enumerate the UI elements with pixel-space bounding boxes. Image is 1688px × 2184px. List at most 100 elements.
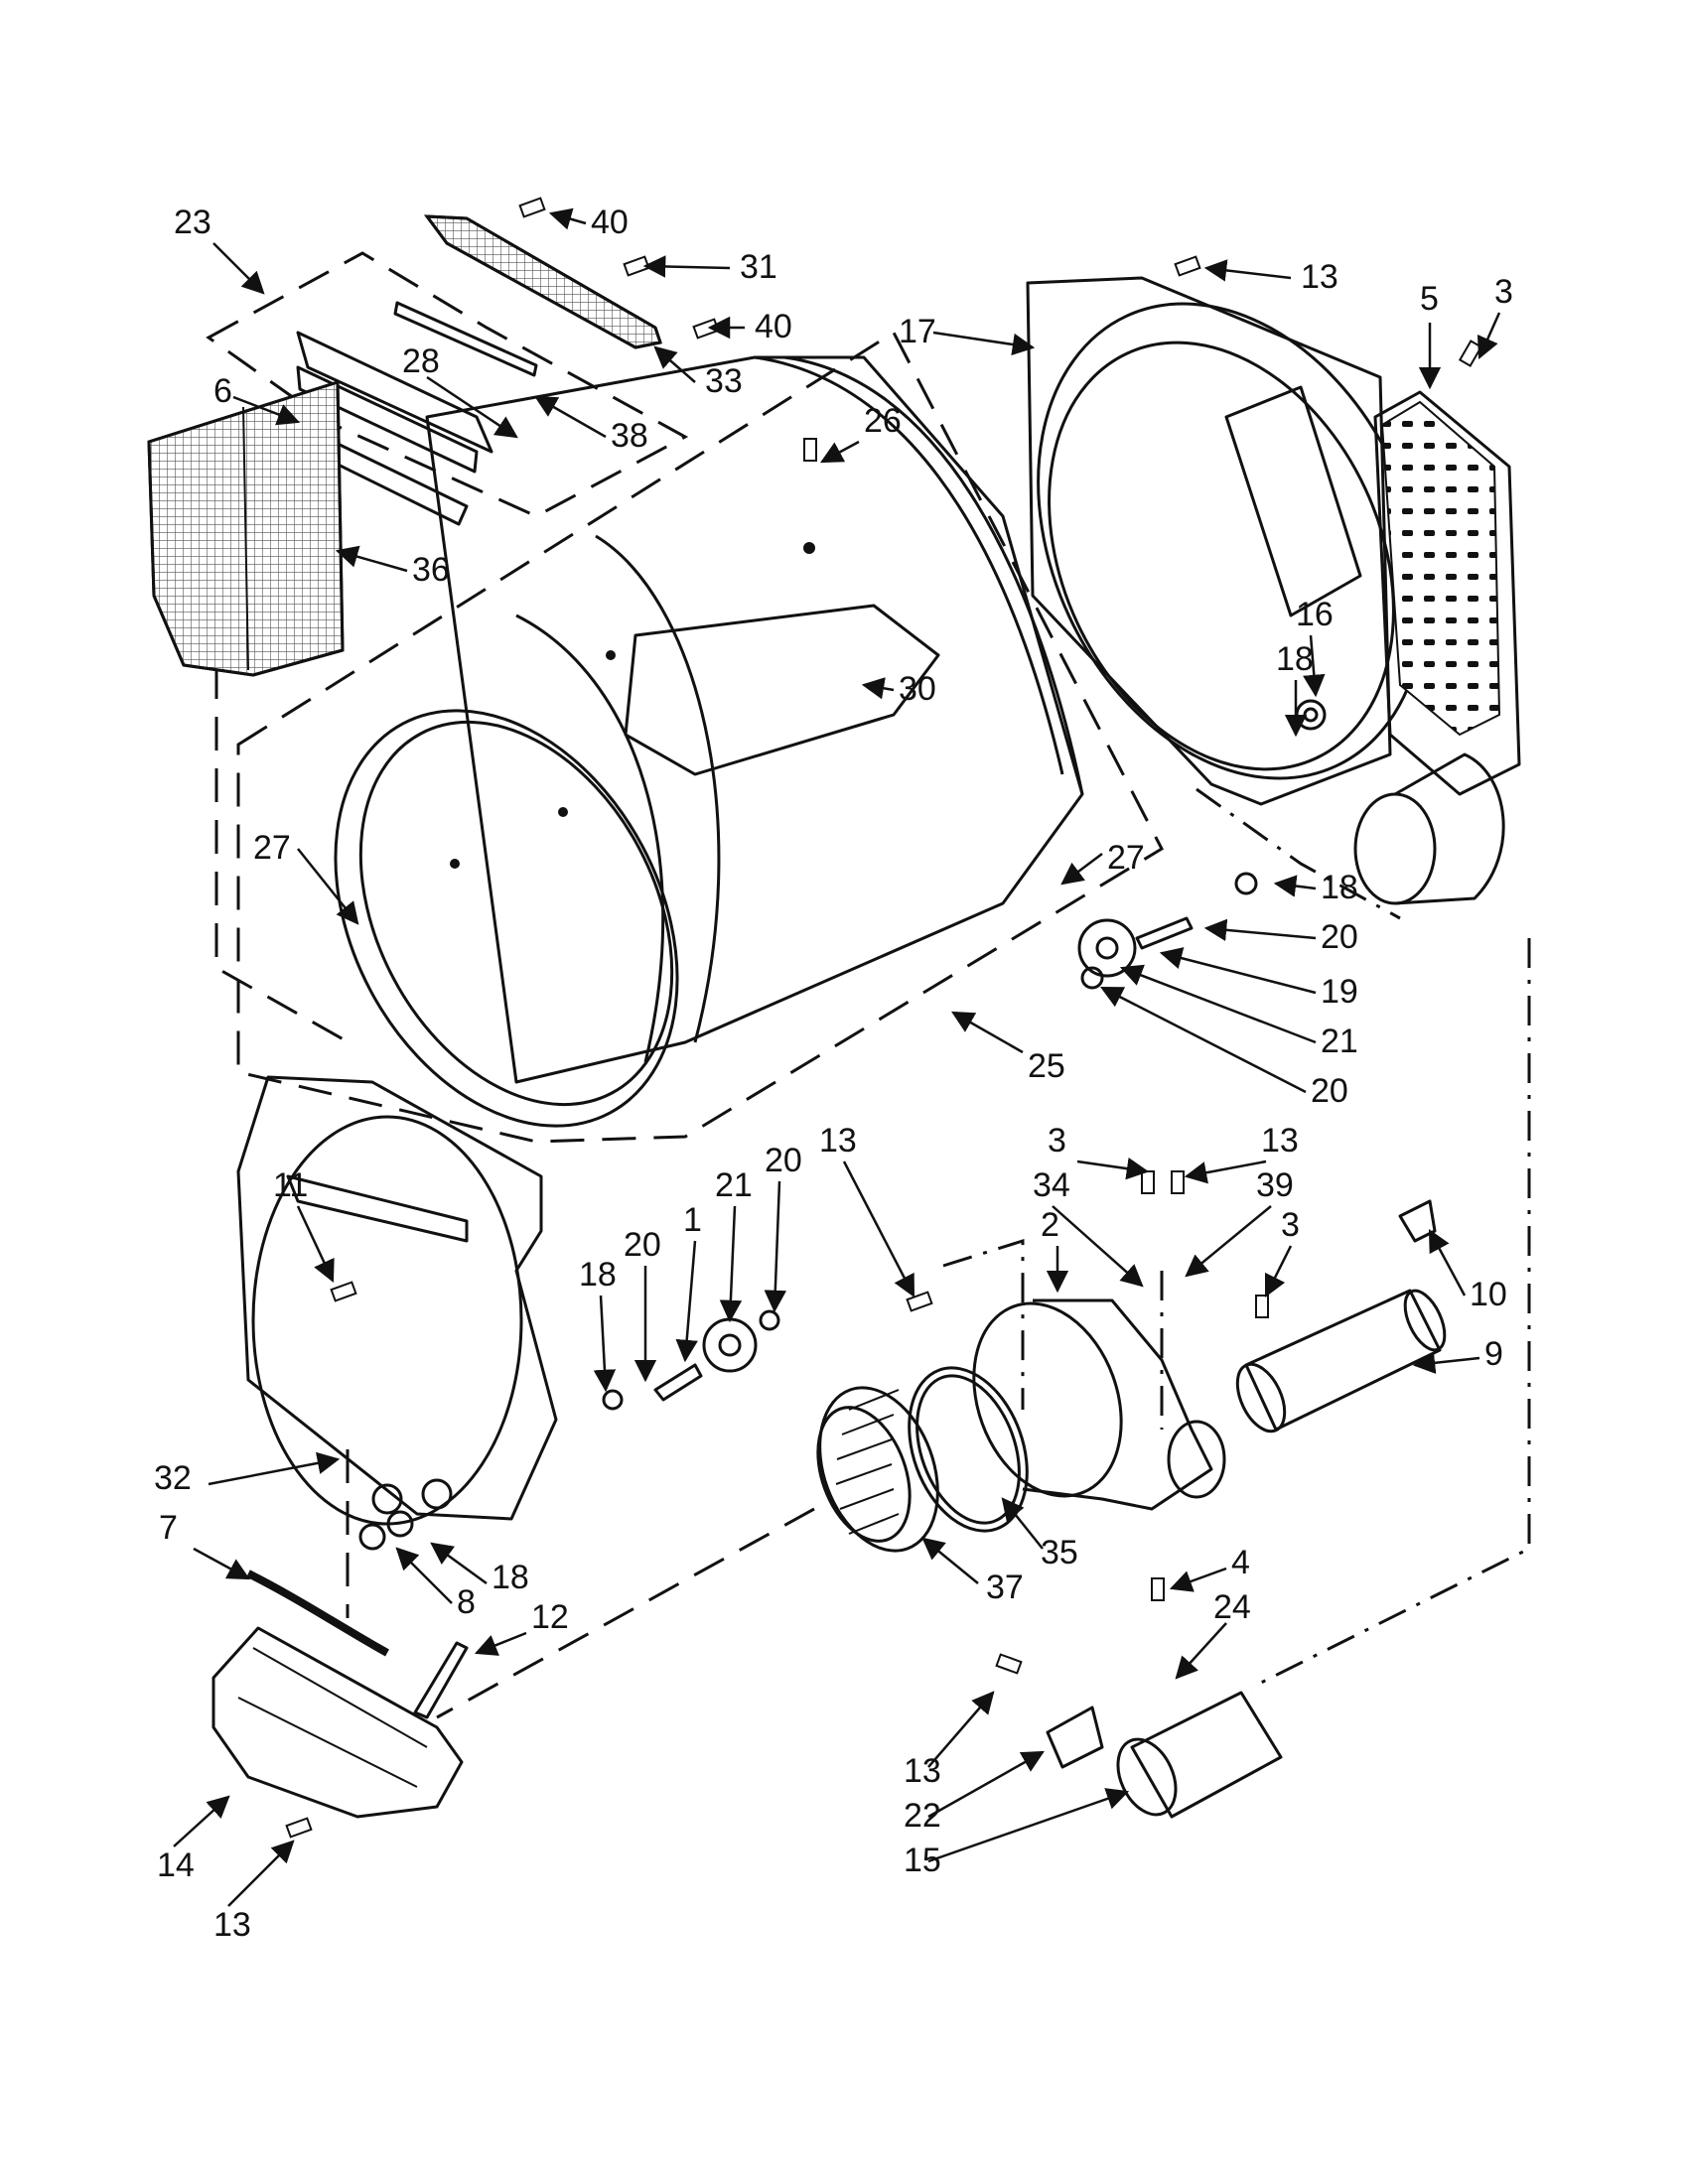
blower-seal-35: [908, 1366, 1029, 1533]
leader-arrow-12: [1060, 853, 1103, 886]
callout-19: 19: [1321, 973, 1358, 1011]
callout-13-mid: 13: [819, 1122, 857, 1160]
igniter-15: [1116, 1691, 1283, 1819]
heat-shield-5: [1373, 390, 1521, 796]
callout-9: 9: [1484, 1335, 1503, 1373]
callout-40: 40: [755, 308, 792, 345]
callout-labels: 23 40 31 40 33 28 38 6 36 26 30 27 27 25…: [154, 204, 1513, 1944]
callout-36: 36: [412, 551, 450, 589]
callout-18-lower: 18: [492, 1559, 529, 1596]
callout-39: 39: [1256, 1166, 1294, 1204]
callout-27-right: 27: [1107, 839, 1145, 877]
leader-arrow-13: [951, 1011, 1024, 1054]
bracket-22: [1046, 1706, 1104, 1769]
leader-arrow-37: [1264, 1245, 1293, 1298]
callout-18-bulkhead: 18: [1276, 640, 1314, 678]
callout-20-front: 20: [624, 1226, 661, 1264]
leader-arrow-35: [1185, 1205, 1272, 1278]
callout-20-rear-low: 20: [1311, 1072, 1348, 1110]
callout-20-rear: 20: [1321, 918, 1358, 956]
callout-23: 23: [174, 204, 211, 241]
leader-arrow-21: [1203, 918, 1317, 942]
callout-32: 32: [154, 1459, 192, 1497]
callout-13-corner: 13: [213, 1906, 251, 1944]
callout-3-right: 3: [1281, 1206, 1300, 1244]
leader-arrow-10: [861, 677, 895, 700]
leader-arrow-48: [1175, 1622, 1227, 1680]
sensor-wire-7: [246, 1570, 389, 1657]
leader-arrow-52: [173, 1795, 230, 1847]
leader-arrow-18: [1303, 634, 1326, 698]
blower-wheel-37: [816, 1386, 939, 1553]
leader-arrow-9: [820, 440, 860, 464]
leader-arrow-44: [921, 1537, 979, 1584]
leader-arrow-2: [642, 255, 731, 278]
leader-arrow-33: [1184, 1160, 1267, 1184]
leader-arrow-45: [1001, 1497, 1044, 1550]
callout-6: 6: [213, 372, 232, 410]
leader-arrow-8: [335, 545, 408, 573]
callout-34: 34: [1033, 1166, 1070, 1204]
leader-arrow-46: [474, 1631, 527, 1656]
callout-21-front: 21: [715, 1166, 753, 1204]
exhaust-outlet: [1353, 752, 1505, 905]
callout-16: 16: [1296, 596, 1334, 633]
leader-arrow-0: [212, 242, 265, 295]
lint-screen-grille: [423, 214, 662, 349]
callout-22: 22: [904, 1797, 941, 1835]
callout-26: 26: [864, 402, 902, 440]
leader-arrow-53: [227, 1840, 295, 1907]
callout-30: 30: [899, 670, 936, 708]
callout-31: 31: [740, 248, 777, 286]
callout-1: 1: [683, 1201, 702, 1239]
callout-24: 24: [1213, 1588, 1251, 1626]
callout-14: 14: [157, 1846, 195, 1884]
callout-18-front: 18: [579, 1256, 617, 1294]
callout-38: 38: [611, 417, 648, 455]
leader-arrow-32: [1076, 1157, 1150, 1180]
lint-filter-36: [147, 379, 345, 677]
leader-arrow-31: [842, 1160, 915, 1297]
leader-arrow-15: [1203, 259, 1292, 282]
callout-28: 28: [402, 342, 440, 380]
leader-arrow-38: [1428, 1229, 1467, 1297]
leader-arrow-43: [395, 1547, 453, 1604]
front-bulkhead: [236, 1075, 558, 1526]
clip-10: [1398, 1199, 1437, 1243]
callout-33: 33: [705, 362, 743, 400]
leader-arrow-28: [675, 1240, 698, 1363]
leader-arrow-11: [297, 848, 359, 925]
callout-8: 8: [457, 1583, 476, 1621]
leader-arrow-49: [927, 1691, 995, 1768]
callout-10: 10: [1470, 1276, 1507, 1313]
callout-4: 4: [1231, 1544, 1250, 1581]
callout-13-right: 13: [1261, 1122, 1299, 1160]
leader-arrows: [173, 207, 1501, 1907]
callout-35: 35: [1041, 1534, 1078, 1571]
callout-25: 25: [1028, 1047, 1065, 1085]
callout-11: 11: [273, 1166, 308, 1204]
callout-3-top: 3: [1494, 273, 1513, 311]
leader-arrow-47: [1169, 1567, 1227, 1592]
leader-arrow-50: [927, 1750, 1045, 1819]
leader-arrow-51: [927, 1788, 1130, 1863]
blower-housing-2: [972, 1298, 1226, 1511]
callout-18-rear: 18: [1321, 869, 1358, 906]
leader-arrow-14: [932, 331, 1036, 356]
leader-arrow-1: [548, 207, 587, 230]
callout-15: 15: [904, 1842, 941, 1879]
leader-arrow-7: [232, 395, 301, 426]
drum-25: [334, 355, 1084, 1128]
callout-20-front-top: 20: [765, 1142, 802, 1179]
leader-arrow-17: [1477, 312, 1501, 360]
clip-12: [413, 1641, 469, 1719]
callout-13-top: 13: [1301, 258, 1338, 296]
callout-17: 17: [899, 313, 936, 350]
leader-arrow-25: [296, 1205, 335, 1284]
leader-arrow-22: [1159, 947, 1317, 995]
leader-arrow-40: [208, 1451, 341, 1486]
leader-arrow-26: [593, 1295, 617, 1393]
exhaust-tube-9: [1235, 1289, 1447, 1433]
callout-27-left: 27: [253, 829, 291, 867]
